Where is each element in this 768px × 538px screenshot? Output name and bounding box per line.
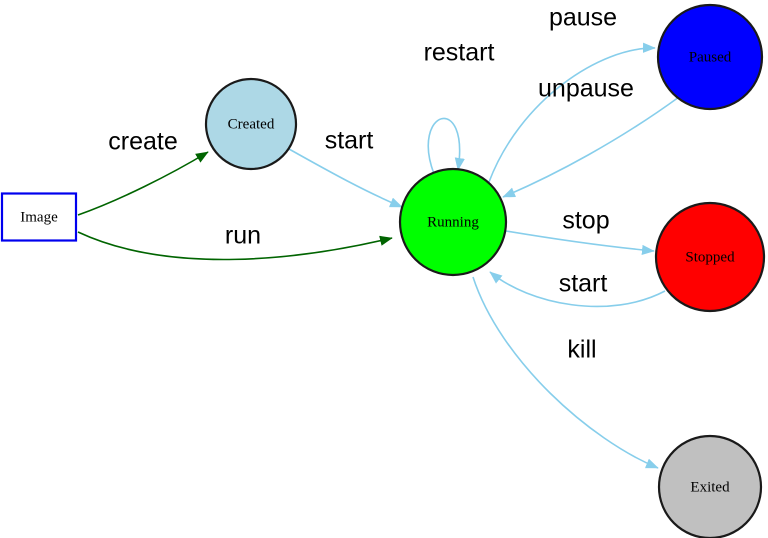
node-image[interactable]: Image <box>0 192 78 242</box>
edge-label-unpause: unpause <box>538 75 634 103</box>
edge-label-restart: restart <box>424 39 495 67</box>
node-shape-exited[interactable] <box>657 434 763 538</box>
edge-run[interactable] <box>77 231 393 261</box>
edge-stop[interactable] <box>505 230 655 256</box>
node-shape-image[interactable] <box>0 192 78 242</box>
node-shape-stopped[interactable] <box>654 201 766 313</box>
node-running[interactable]: Running <box>398 167 508 277</box>
edges-layer <box>77 42 680 469</box>
node-shape-created[interactable] <box>204 77 298 171</box>
node-shape-paused[interactable] <box>656 3 764 111</box>
node-exited[interactable]: Exited <box>657 434 763 538</box>
edge-label-kill: kill <box>567 336 596 364</box>
node-paused[interactable]: Paused <box>656 3 764 111</box>
edge-unpause[interactable] <box>502 96 680 198</box>
node-stopped[interactable]: Stopped <box>654 201 766 313</box>
edge-start_created[interactable] <box>288 148 403 208</box>
edge-start_stopped[interactable] <box>489 271 666 308</box>
edge-label-pause: pause <box>549 4 617 32</box>
edge-create[interactable] <box>77 151 209 216</box>
edge-label-create: create <box>108 128 177 156</box>
edge-labels-layer: create run start restart pause unpause stop sta… <box>108 4 634 364</box>
edge-label-run: run <box>225 222 261 250</box>
edge-restart[interactable] <box>427 117 465 175</box>
edge-label-stop: stop <box>562 207 609 235</box>
edge-pause[interactable] <box>488 42 656 183</box>
node-created[interactable]: Created <box>204 77 298 171</box>
edge-kill[interactable] <box>472 276 659 469</box>
edge-label-start_stopped: start <box>559 270 608 298</box>
node-shape-running[interactable] <box>398 167 508 277</box>
edge-label-start_created: start <box>325 127 374 155</box>
